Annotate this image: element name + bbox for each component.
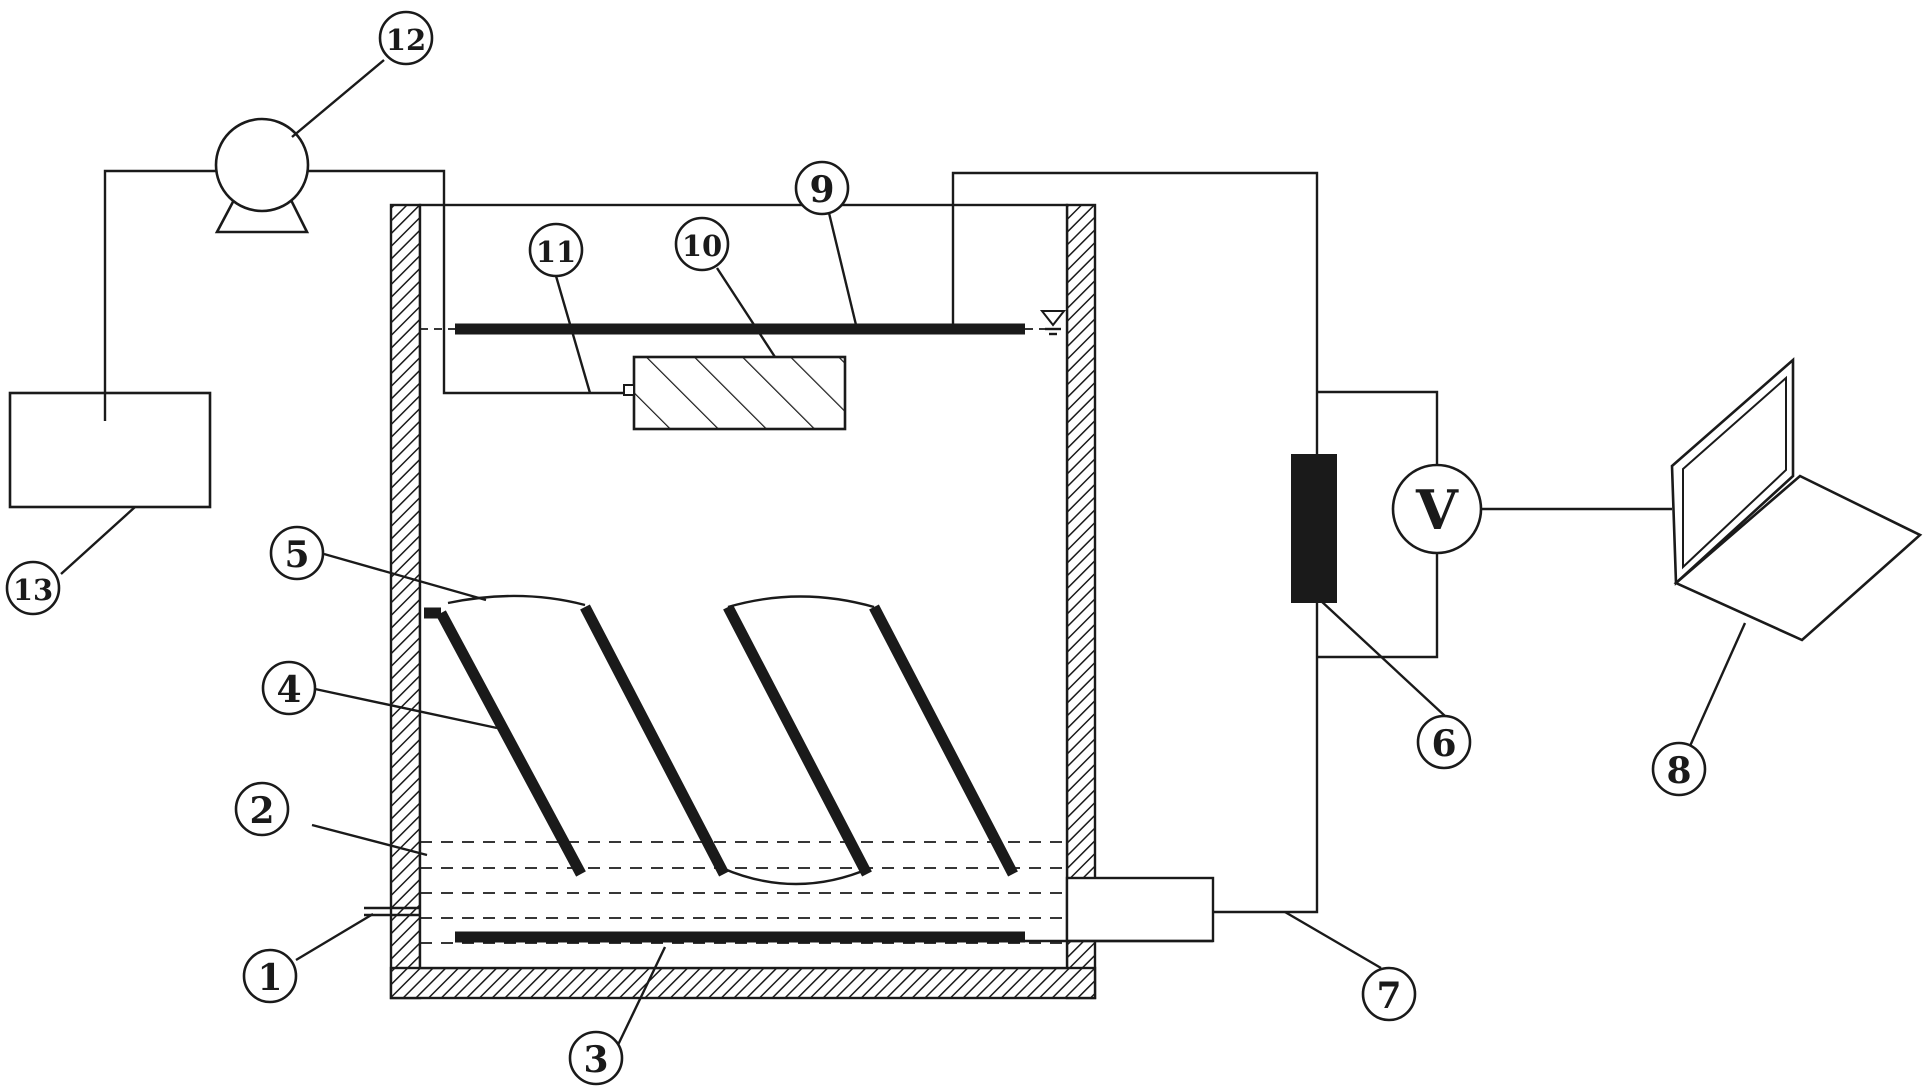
gas-pipe-inlet xyxy=(103,169,216,421)
svg-text:7: 7 xyxy=(1376,975,1401,1017)
svg-text:11: 11 xyxy=(536,235,576,269)
box-inlet-nozzle xyxy=(623,384,635,396)
label-6: 6 xyxy=(1416,714,1472,770)
plate-membrane-arc xyxy=(447,594,586,607)
water-level-marker xyxy=(1039,310,1067,336)
leader-lines xyxy=(60,59,1747,1048)
svg-text:6: 6 xyxy=(1431,723,1456,765)
laptop-icon xyxy=(1670,357,1923,642)
inclined-plate xyxy=(436,610,586,877)
label-3: 3 xyxy=(568,1030,624,1086)
inclined-plate xyxy=(869,604,1018,877)
plate-membrane-arc xyxy=(727,595,875,609)
gas-source-tank xyxy=(8,391,212,509)
wire-connector-box xyxy=(1065,876,1215,943)
svg-text:9: 9 xyxy=(809,169,834,211)
external-wire xyxy=(951,171,1319,914)
resistor xyxy=(1291,454,1337,603)
label-4: 4 xyxy=(261,660,317,716)
svg-text:3: 3 xyxy=(583,1039,608,1081)
label-8: 8 xyxy=(1651,741,1707,797)
svg-text:8: 8 xyxy=(1666,750,1691,792)
svg-text:13: 13 xyxy=(13,573,53,607)
svg-text:4: 4 xyxy=(276,669,301,711)
tank-bottom xyxy=(389,966,1097,1000)
label-2: 2 xyxy=(234,781,290,837)
svg-text:10: 10 xyxy=(682,229,722,263)
inclined-plate xyxy=(580,604,729,877)
label-9: 9 xyxy=(794,160,850,216)
tank-left-wall xyxy=(389,203,422,1000)
label-12: 12 xyxy=(378,10,434,66)
sediment-layer xyxy=(420,841,1067,944)
plate-membrane-arc xyxy=(721,866,871,886)
aeration-box xyxy=(632,355,847,431)
label-7: 7 xyxy=(1361,966,1417,1022)
inclined-plates xyxy=(424,594,1018,886)
label-5: 5 xyxy=(269,525,325,581)
label-1: 1 xyxy=(242,948,298,1004)
tank-interior xyxy=(418,203,1069,970)
voltmeter-symbol: V xyxy=(1415,478,1459,542)
voltmeter-wire xyxy=(1317,390,1439,466)
label-13: 13 xyxy=(5,560,61,616)
air-pump xyxy=(214,117,310,234)
svg-text:5: 5 xyxy=(284,534,309,576)
svg-text:2: 2 xyxy=(249,790,274,832)
inclined-plate xyxy=(723,604,872,877)
svg-text:12: 12 xyxy=(386,23,426,57)
voltmeter-wire xyxy=(1317,552,1439,659)
label-11: 11 xyxy=(528,222,584,278)
label-10: 10 xyxy=(674,216,730,272)
svg-text:1: 1 xyxy=(257,957,282,999)
gas-pipe-outlet xyxy=(308,169,624,395)
